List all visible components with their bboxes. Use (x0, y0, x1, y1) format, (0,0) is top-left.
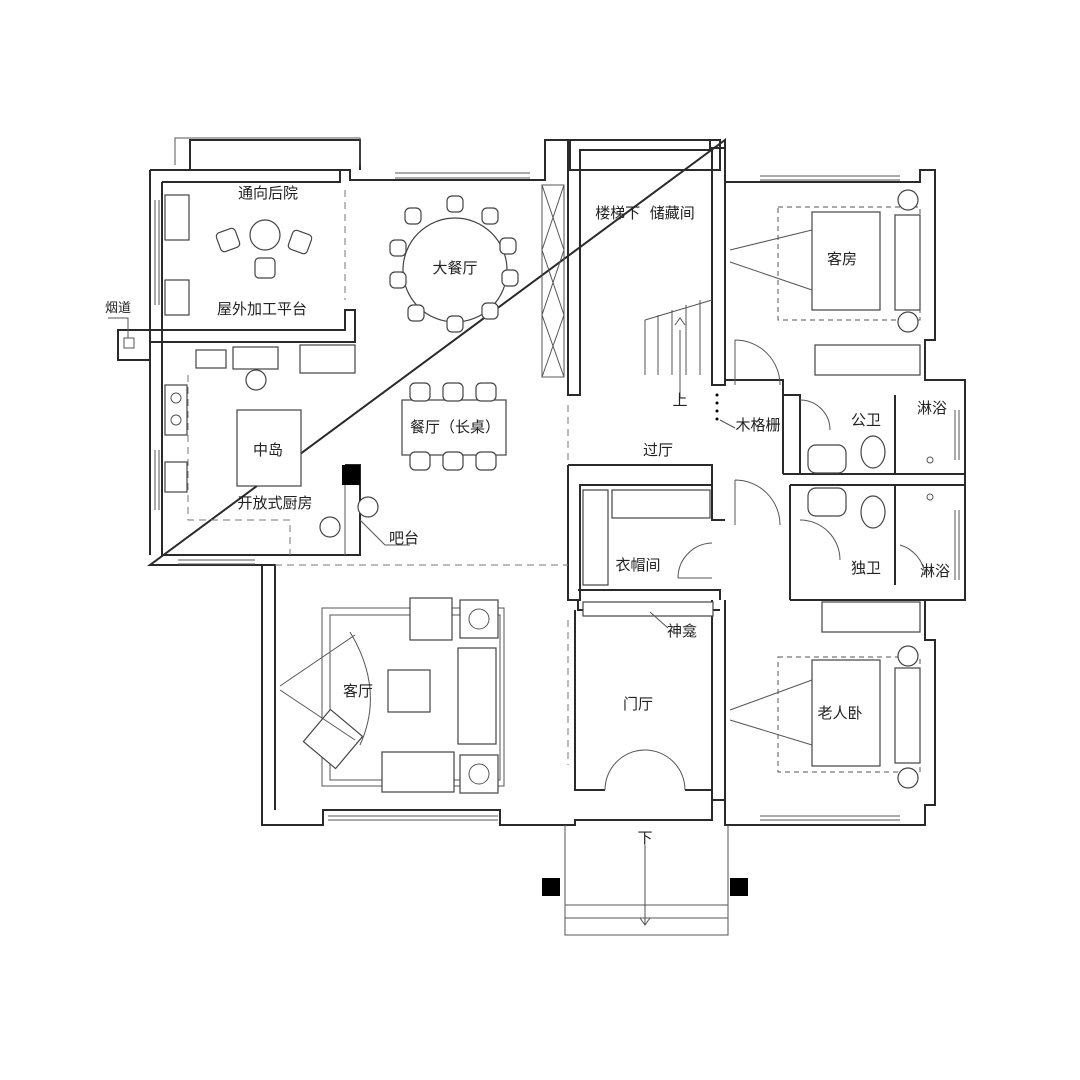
label-elder-bedroom: 老人卧 (817, 704, 862, 722)
cabinet (541, 184, 565, 378)
label-guest-room: 客房 (827, 250, 857, 268)
dashed-openings (187, 190, 569, 765)
label-outdoor-platform: 屋外加工平台 (217, 300, 307, 318)
windows (154, 172, 960, 821)
outdoor-furniture (164, 194, 313, 316)
label-cloakroom: 衣帽间 (615, 556, 660, 574)
label-living: 客厅 (343, 682, 373, 700)
label-foyer: 门厅 (623, 695, 653, 713)
label-kitchen-island: 中岛 (253, 441, 283, 459)
long-dining-table (401, 382, 507, 471)
wood-grille (715, 393, 736, 429)
room-labels: 通向后院 屋外加工平台 烟道 大餐厅 楼梯下 储藏间 客房 上 木格栅 公卫 淋… (105, 184, 950, 847)
round-dining-table (389, 195, 519, 333)
label-down: 下 (637, 829, 652, 847)
cloakroom-fixtures (582, 489, 714, 617)
label-flue: 烟道 (105, 301, 131, 316)
label-hallway: 过厅 (643, 441, 673, 459)
stairs (644, 299, 713, 398)
entrance-steps (542, 825, 748, 936)
doors (604, 339, 926, 791)
leaders (359, 519, 669, 629)
bath-fixtures (807, 435, 934, 529)
elder-room-furniture (729, 601, 921, 789)
label-shrine: 神龛 (667, 622, 697, 640)
label-stair-storage: 楼梯下 储藏间 (595, 204, 695, 222)
label-open-kitchen: 开放式厨房 (237, 494, 312, 512)
label-bar: 吧台 (389, 529, 419, 547)
flue (108, 317, 151, 361)
label-big-dining: 大餐厅 (432, 259, 477, 277)
walls (146, 137, 966, 826)
label-private-wc: 独卫 (851, 559, 881, 577)
living-furniture (279, 597, 505, 794)
label-wood-grille: 木格栅 (735, 416, 780, 434)
guest-room-furniture (729, 189, 921, 376)
label-dining-long: 餐厅（长桌） (410, 418, 500, 436)
label-public-wc: 公卫 (851, 411, 881, 429)
label-shower-2: 淋浴 (920, 562, 950, 580)
kitchen-fixtures (164, 344, 379, 555)
label-up: 上 (672, 391, 687, 409)
label-rear-path: 通向后院 (238, 184, 298, 202)
label-shower-1: 淋浴 (917, 399, 947, 417)
